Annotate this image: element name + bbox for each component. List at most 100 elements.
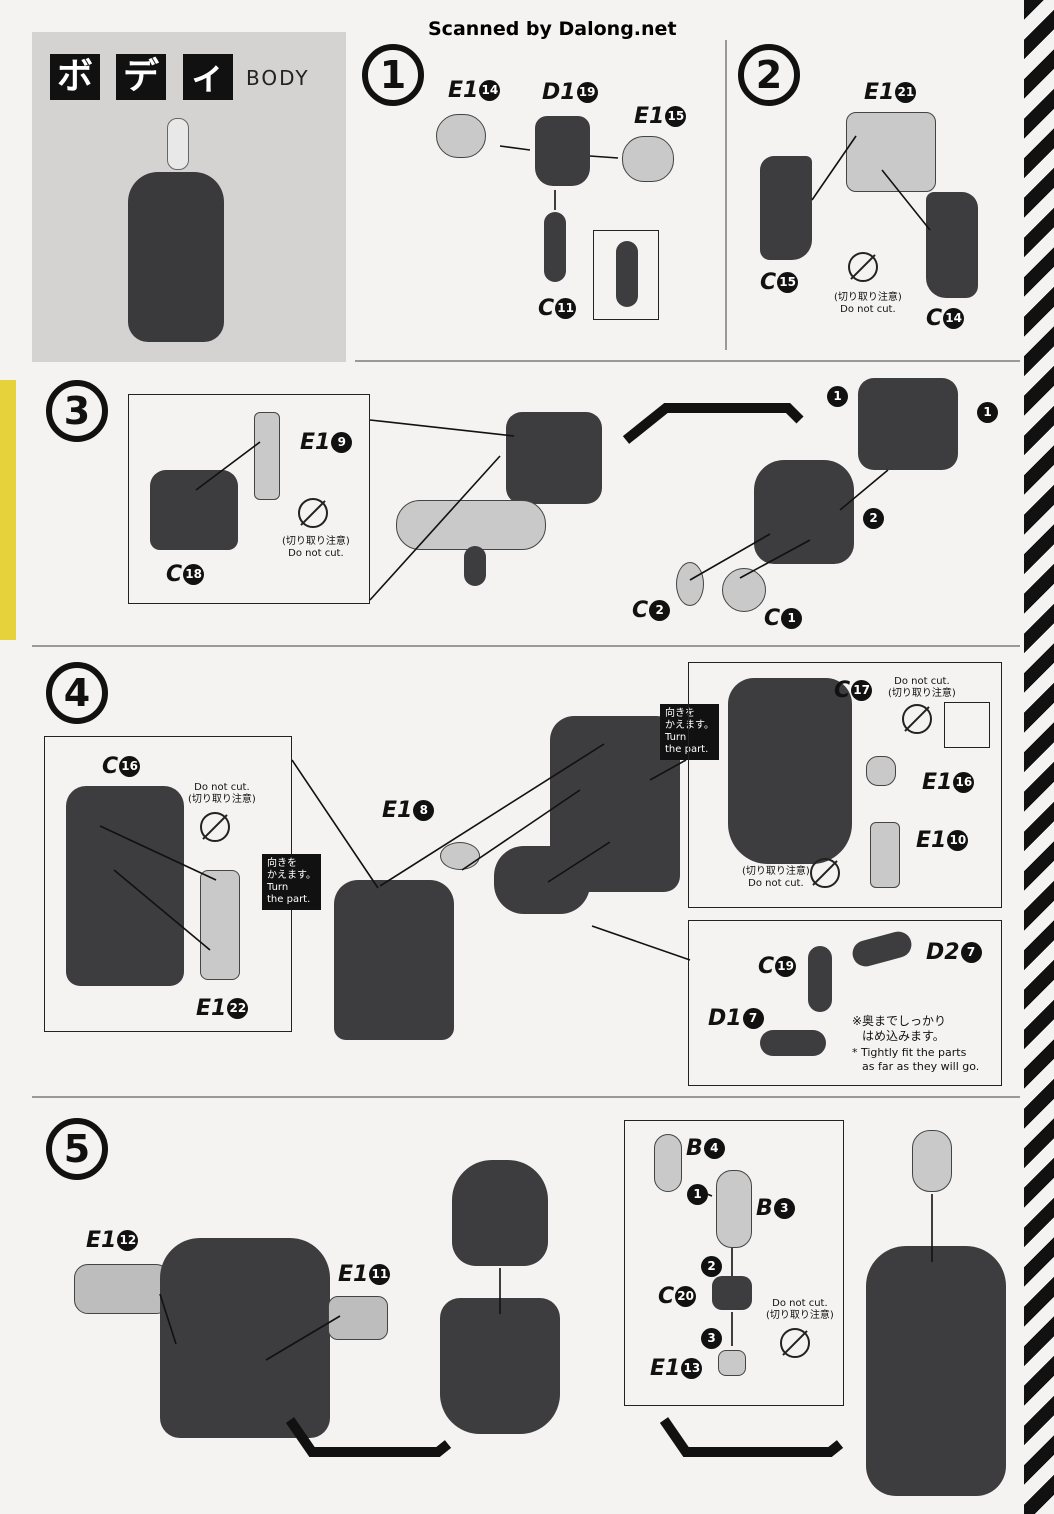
sub-step-marker: 1 (826, 384, 848, 409)
neck-ring (440, 842, 480, 870)
divider-vertical (725, 40, 727, 350)
detail-box (593, 230, 659, 320)
section-title: BODY (246, 66, 310, 90)
caution-note: Do not cut.(切り取り注意) (188, 782, 256, 805)
upper-torso-assembly (506, 412, 602, 504)
neck-joint (654, 1134, 682, 1192)
title-kana-3: ィ (183, 54, 233, 100)
sub-step-marker: 2 (700, 1254, 722, 1279)
arm-peg-lower (760, 1030, 826, 1056)
detail-box (128, 394, 370, 604)
divider-2 (32, 645, 1020, 647)
caution-note: (切り取り注意)Do not cut. (834, 292, 902, 315)
chest-cover (754, 460, 854, 564)
fit-note: ※奥までしっかりはめ込みます。 (852, 1014, 947, 1043)
sub-step-marker: 1 (976, 400, 998, 425)
spine-frame (200, 870, 240, 980)
waist-ball (464, 546, 486, 586)
step-number-5: 5 (46, 1118, 108, 1180)
no-cut-icon (780, 1328, 810, 1358)
sub-step-marker: 3 (700, 1326, 722, 1351)
neck-upper (716, 1170, 752, 1248)
title-kana-2: デ (116, 54, 166, 100)
body-preview-neck (167, 118, 189, 170)
waist-joint (544, 212, 566, 282)
front-shell (334, 880, 454, 1040)
step-number-1: 1 (362, 44, 424, 106)
back-frame (150, 470, 238, 550)
neck-peg (718, 1350, 746, 1376)
divider-3 (32, 1096, 1020, 1098)
step-number-3: 3 (46, 380, 108, 442)
back-shell-detail (728, 678, 852, 864)
title-kana-1: ボ (50, 54, 100, 100)
back-shell (66, 786, 184, 986)
shoulder-top-assembly (858, 378, 958, 470)
detail-box (688, 662, 1002, 908)
hazard-stripe-border (1024, 0, 1054, 1514)
detail-box (624, 1120, 844, 1406)
step-number-2: 2 (738, 44, 800, 106)
small-peg (866, 756, 896, 786)
scan-credit: Scanned by Dalong.net (428, 18, 677, 40)
connector-frame (254, 412, 280, 500)
caution-note: (切り取り注意)Do not cut. (742, 866, 810, 889)
no-cut-icon (902, 704, 932, 734)
chest-frame (535, 116, 590, 186)
neck-assembly-final (912, 1130, 952, 1192)
sub-step-marker: 2 (862, 506, 884, 531)
completed-body (866, 1246, 1006, 1496)
caution-note: Do not cut.(切り取り注意) (766, 1298, 834, 1321)
no-cut-icon (848, 252, 878, 282)
upper-body-assembly (452, 1160, 548, 1266)
step-number-4: 4 (46, 662, 108, 724)
sub-step-marker: 1 (686, 1182, 708, 1207)
no-cut-icon (200, 812, 230, 842)
body-preview-torso (128, 172, 224, 342)
shoulder-joint-right (622, 136, 674, 182)
chest-side-right (926, 192, 978, 298)
detail-box (944, 702, 990, 748)
support-frame (870, 822, 900, 888)
caution-note: (切り取り注意)Do not cut. (282, 536, 350, 559)
neck-base (712, 1276, 752, 1310)
ball-joint (808, 946, 832, 1012)
detail-box (688, 920, 1002, 1086)
shoulder-joint-left (436, 114, 486, 158)
no-cut-icon (298, 498, 328, 528)
lower-body-assembly (440, 1298, 560, 1434)
chest-pad-left (676, 562, 704, 606)
waist-joint-assembly (494, 846, 590, 914)
waist-joint-alt (616, 241, 638, 307)
no-cut-icon (810, 858, 840, 888)
chest-inner-frame (846, 112, 936, 192)
